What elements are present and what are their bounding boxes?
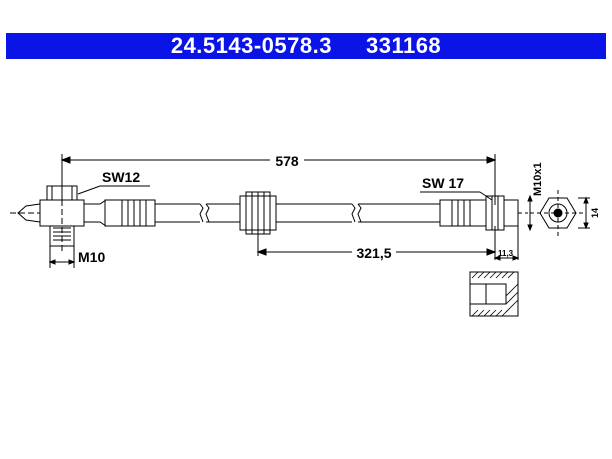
leader-sw12: [77, 185, 101, 195]
arrow-overall-left: [60, 156, 71, 164]
part-number: 24.5143-0578.3: [170, 33, 332, 58]
left-pipe-tip: [17, 203, 41, 223]
reference-number: 331168: [365, 33, 442, 58]
label-wrench-left: SW12: [102, 169, 140, 185]
left-crimp-sleeve: [104, 199, 156, 227]
leader-sw17: [479, 191, 493, 201]
label-partial-length: 321,5: [356, 245, 391, 261]
label-thread-right: M10x1: [532, 162, 544, 196]
section-detail: [469, 271, 519, 317]
label-hex-size: 14: [590, 208, 600, 218]
right-thread-end: [503, 199, 519, 227]
label-thread-left: M10: [78, 249, 105, 265]
title-banner: 24.5143-0578.3 331168: [6, 33, 606, 59]
arrow-overall-right: [486, 156, 497, 164]
right-crimp-sleeve: [439, 199, 487, 227]
label-wrench-right: SW 17: [422, 175, 464, 191]
label-overall-length: 578: [275, 153, 299, 169]
label-end-width: 11,3: [498, 249, 514, 258]
